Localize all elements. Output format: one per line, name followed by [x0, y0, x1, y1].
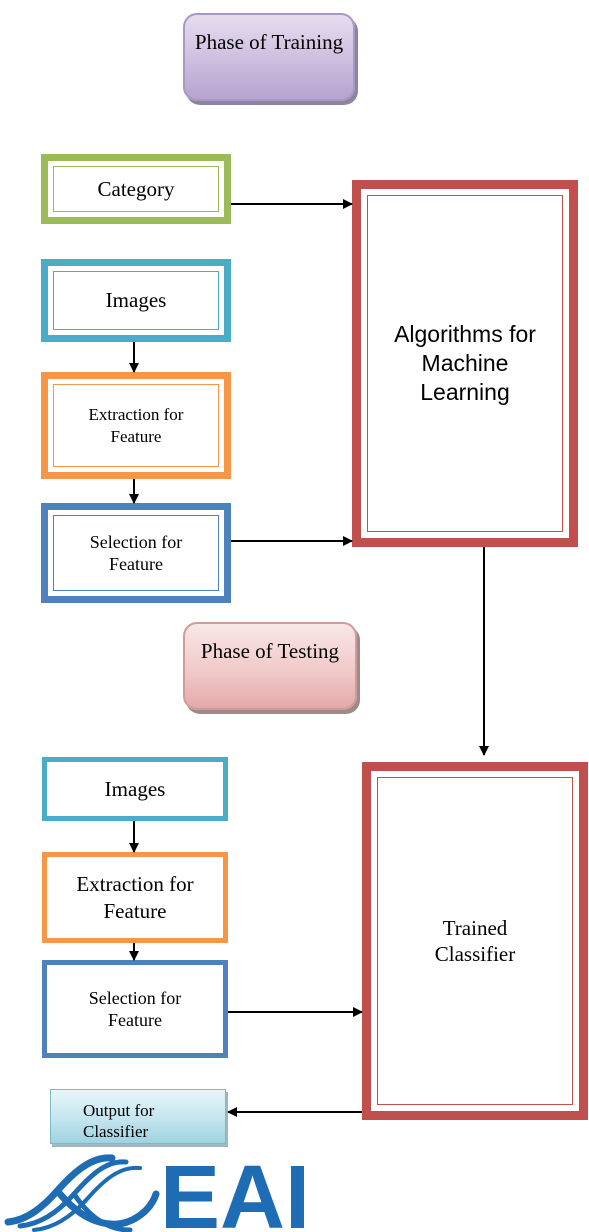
eai-logo-text: EAI — [160, 1150, 310, 1232]
training-feature-selection-text: Selection for Feature — [89, 531, 183, 575]
training-feature-selection-box: Selection for Feature — [41, 503, 231, 603]
testing-images-box: Images — [42, 757, 228, 821]
machine-learning-algorithms-box: Algorithms for Machine Learning — [352, 180, 578, 547]
infinity-swirl-icon — [4, 1154, 160, 1232]
phase-of-testing-label: Phase of Testing — [183, 622, 357, 710]
classifier-output-box: Output for Classifier — [50, 1089, 226, 1144]
phase-of-testing-text: Phase of Testing — [200, 639, 340, 663]
phase-of-training-label: Phase of Training — [183, 13, 355, 101]
testing-feature-selection-text: Selection for Feature — [88, 987, 182, 1031]
eai-logo: EAI — [4, 1150, 310, 1232]
training-feature-extraction-box: Extraction for Feature — [41, 372, 231, 479]
testing-feature-selection-box: Selection for Feature — [42, 960, 228, 1058]
trained-classifier-box: Trained Classifier — [362, 762, 588, 1120]
testing-images-text: Images — [104, 776, 166, 801]
phase-of-training-text: Phase of Training — [194, 30, 344, 54]
training-feature-extraction-text: Extraction for Feature — [88, 405, 184, 446]
trained-classifier-text: Trained Classifier — [434, 915, 516, 966]
category-text: Category — [97, 176, 175, 201]
classifier-output-text: Output for Classifier — [83, 1101, 155, 1142]
machine-learning-algorithms-text: Algorithms for Machine Learning — [394, 321, 536, 405]
training-images-box: Images — [41, 259, 231, 342]
testing-feature-extraction-text: Extraction for Feature — [76, 872, 194, 923]
training-images-text: Images — [105, 288, 167, 313]
testing-feature-extraction-box: Extraction for Feature — [42, 852, 228, 943]
category-box: Category — [41, 154, 231, 224]
